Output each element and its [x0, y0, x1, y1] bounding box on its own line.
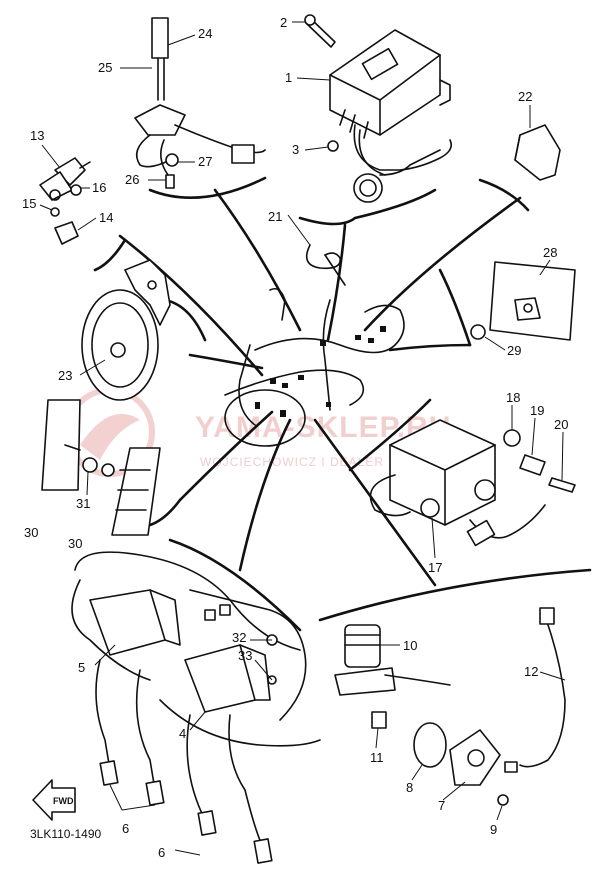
callout-4: 4: [179, 726, 186, 741]
ignition-coils: [71, 551, 321, 864]
callout-11: 11: [370, 750, 384, 765]
reflectors: [41, 399, 161, 536]
wire-clamp: [305, 244, 346, 286]
callout-8: 8: [406, 780, 413, 795]
callout-1: 1: [285, 70, 292, 85]
callout-6-lower: 6: [158, 845, 165, 860]
callout-18: 18: [506, 390, 520, 405]
callout-33: 33: [238, 648, 252, 663]
starter-relay: [369, 419, 576, 547]
sensor-switches: [39, 157, 91, 245]
group-connector-lines: [93, 176, 592, 632]
callout-27: 27: [198, 154, 212, 169]
callout-24: 24: [198, 26, 212, 41]
callout-23: 23: [58, 368, 72, 383]
callout-19: 19: [530, 403, 544, 418]
callout-30-left: 30: [24, 525, 38, 540]
signal-relay: [334, 624, 451, 729]
callout-leaders: [39, 21, 566, 856]
cover-plate: [470, 261, 576, 341]
callout-17: 17: [428, 560, 442, 575]
callout-26: 26: [125, 172, 139, 187]
lead-wire: [519, 607, 566, 768]
callout-7: 7: [438, 798, 445, 813]
connector-boot: [514, 124, 561, 181]
forward-arrow-label: FWD: [53, 796, 74, 806]
callout-29: 29: [507, 343, 521, 358]
callout-25: 25: [98, 60, 112, 75]
callout-10: 10: [403, 638, 417, 653]
callout-2: 2: [280, 15, 287, 30]
callout-13: 13: [30, 128, 44, 143]
callout-20: 20: [554, 417, 568, 432]
part-code: 3LK110-1490: [30, 827, 102, 841]
neutral-switch: [413, 722, 518, 806]
callout-22: 22: [518, 89, 532, 104]
sidestand-switch: [134, 17, 266, 189]
callout-28: 28: [543, 245, 557, 260]
callout-30-right: 30: [68, 536, 82, 551]
callout-3: 3: [292, 142, 299, 157]
watermark-subtext: WOJCIECHOWICZ I DEALER YAMAHA: [200, 455, 444, 469]
callout-32: 32: [232, 630, 246, 645]
callout-6-upper: 6: [122, 821, 129, 836]
callout-labels: 2 1 3 24 25 27 26 13 16 15 14 21 22 28 2…: [22, 15, 568, 860]
callout-12: 12: [524, 664, 538, 679]
callout-14: 14: [99, 210, 113, 225]
horn: [81, 259, 171, 401]
callout-5: 5: [78, 660, 85, 675]
callout-15: 15: [22, 196, 36, 211]
callout-31: 31: [76, 496, 90, 511]
callout-16: 16: [92, 180, 106, 195]
cdi-unit: [304, 14, 453, 203]
callout-21: 21: [268, 209, 282, 224]
callout-9: 9: [490, 822, 497, 837]
forward-arrow: FWD: [32, 779, 76, 821]
